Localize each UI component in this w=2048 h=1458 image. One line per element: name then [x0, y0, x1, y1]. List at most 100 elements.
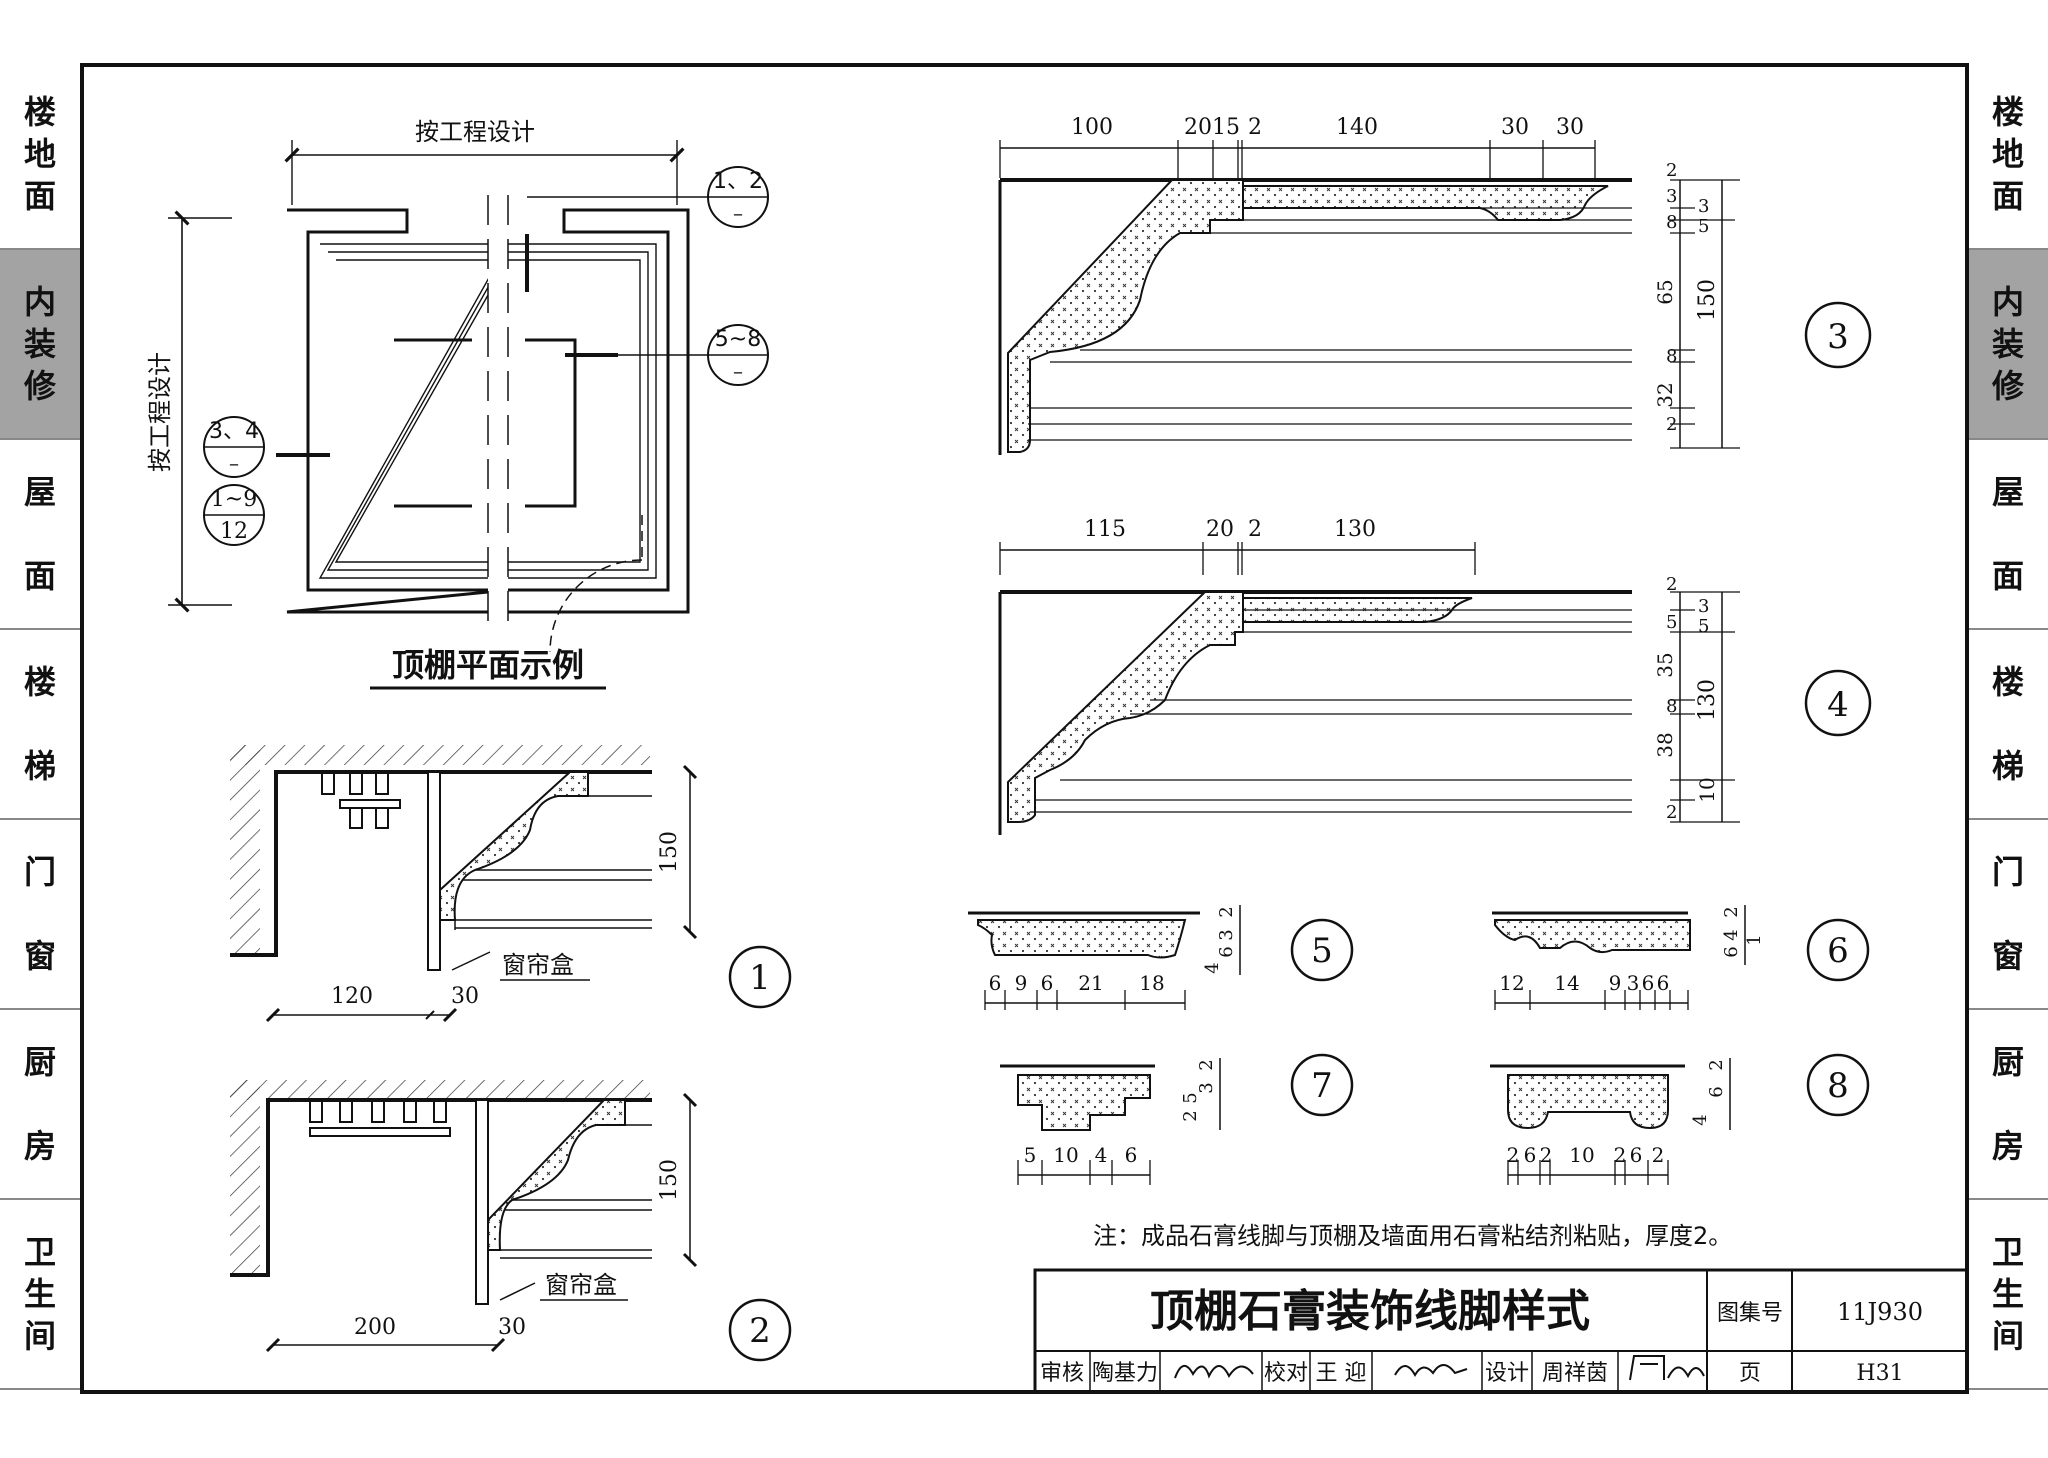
d5-b4: 18 [1139, 971, 1164, 995]
right-tab-6[interactable]: 卫生间 [1968, 1200, 2048, 1390]
detail-8: 2 6 2 10 2 6 2 2 6 4 8 [1490, 1053, 1870, 1185]
d4-rm3: 5 [1698, 616, 1709, 637]
atlas-value: 11J930 [1837, 1298, 1923, 1326]
d8-number: 8 [1827, 1066, 1849, 1106]
d3-rm1: 32 [1653, 382, 1677, 407]
d4-r0: 2 [1666, 574, 1677, 595]
d3-r2: 8 [1666, 212, 1677, 233]
right-tab-4[interactable]: 门窗 [1968, 820, 2048, 1010]
detail-1: 150 120 30 窗帘盒 1 [230, 745, 792, 1023]
d4-r1: 5 [1666, 612, 1677, 633]
plan-dim-top: 按工程设计 [415, 118, 535, 146]
d8-s1: 6 [1706, 1086, 1727, 1097]
tab-char: 间 [1991, 1317, 2024, 1356]
detail-3: 100 2015 2 140 30 30 2 3 8 [998, 115, 1872, 455]
d4-r4: 8 [1666, 696, 1677, 717]
detail-5: 6 9 6 21 18 2 3 6 4 5 [968, 905, 1354, 1010]
left-tab-column: 楼地面内装修屋面楼梯门窗厨房卫生间 [0, 60, 80, 1395]
d2-label: 窗帘盒 [545, 1271, 617, 1299]
left-tab-0[interactable]: 楼地面 [0, 60, 80, 250]
left-tab-1[interactable]: 内装修 [0, 250, 80, 440]
d6-b0: 12 [1499, 971, 1524, 995]
tab-char: 生 [23, 1274, 56, 1313]
left-tab-5[interactable]: 厨房 [0, 1010, 80, 1200]
d8-b1: 6 [1524, 1143, 1537, 1167]
d5-b2: 6 [1041, 971, 1054, 995]
tab-char: 窗 [23, 936, 56, 975]
reviewer-signature [1174, 1365, 1254, 1379]
tab-char: 楼 [23, 662, 56, 701]
detail-2: 150 200 30 窗帘盒 2 [230, 1080, 792, 1362]
d7-s2: 5 [1180, 1092, 1201, 1103]
d4-rm4: 10 [1695, 777, 1719, 802]
right-tab-0[interactable]: 楼地面 [1968, 60, 2048, 250]
d5-s2: 6 [1216, 946, 1237, 957]
tab-char: 屋 [23, 472, 56, 511]
d4-dim-3: 130 [1334, 517, 1376, 542]
d5-b1: 9 [1015, 971, 1028, 995]
d7-b0: 5 [1024, 1143, 1037, 1167]
callout-1-2-top: 1、2 [713, 169, 763, 194]
tab-char: 房 [23, 1126, 56, 1165]
d4-rm2: 3 [1698, 596, 1709, 617]
designer-signature [1629, 1355, 1705, 1381]
tab-char: 修 [1991, 367, 2024, 406]
right-tab-2[interactable]: 屋面 [1968, 440, 2048, 630]
d7-number: 7 [1311, 1066, 1333, 1106]
atlas-label: 图集号 [1717, 1301, 1783, 1326]
tab-char: 装 [1991, 324, 2024, 363]
d4-dim-1: 20 [1206, 517, 1234, 542]
tab-char: 地 [1991, 134, 2024, 173]
detail-7: 5 10 4 6 2 3 5 2 7 [1000, 1053, 1354, 1185]
tab-char: 厨 [23, 1042, 56, 1081]
right-tab-1[interactable]: 内装修 [1968, 250, 2048, 440]
review-label: 审核 [1040, 1361, 1084, 1386]
callout-3-4-bot: – [229, 451, 239, 475]
right-tab-5[interactable]: 厨房 [1968, 1010, 2048, 1200]
d5-number: 5 [1311, 931, 1333, 971]
d3-r1: 3 [1666, 186, 1677, 207]
tab-char: 楼 [1991, 662, 2024, 701]
d1-label: 窗帘盒 [502, 951, 574, 979]
tab-char: 面 [1991, 177, 2024, 216]
d4-dim-2: 2 [1248, 517, 1262, 542]
d6-s1: 4 [1721, 929, 1742, 940]
d3-dim-1: 2015 [1184, 115, 1240, 140]
d3-dim-5: 30 [1556, 115, 1584, 140]
detail-6: 12 14 9 3 6 6 2 4 6 1 6 [1492, 905, 1870, 1010]
d2-number: 2 [749, 1311, 771, 1351]
d6-s0: 2 [1721, 906, 1742, 917]
tab-char: 窗 [1991, 936, 2024, 975]
check-label: 校对 [1264, 1361, 1308, 1386]
reviewer-name: 陶基力 [1092, 1361, 1158, 1386]
d4-rm0: 35 [1653, 652, 1677, 677]
tab-char: 地 [23, 134, 56, 173]
callout-1-2-bot: – [733, 201, 743, 225]
callout-5-8-top: 5~8 [715, 327, 761, 352]
d3-rm3: 5 [1698, 216, 1709, 237]
checker-signature [1394, 1364, 1468, 1378]
right-tab-3[interactable]: 楼梯 [1968, 630, 2048, 820]
tab-char: 屋 [1991, 472, 2024, 511]
d3-overall: 150 [1695, 279, 1720, 321]
left-tab-6[interactable]: 卫生间 [0, 1200, 80, 1390]
d8-s2: 4 [1690, 1114, 1711, 1125]
d2-dim-gap: 30 [498, 1315, 526, 1340]
title-block: 顶棚石膏装饰线脚样式 图集号 11J930 审核 陶基力 校对 王 迎 设计 周… [1033, 1268, 1969, 1394]
left-tab-2[interactable]: 屋面 [0, 440, 80, 630]
tab-char: 修 [23, 367, 56, 406]
right-tab-column: 楼地面内装修屋面楼梯门窗厨房卫生间 [1968, 60, 2048, 1395]
d1-number: 1 [749, 958, 771, 998]
d8-b2: 2 [1540, 1143, 1553, 1167]
d7-s0: 2 [1196, 1059, 1217, 1070]
ceiling-plan: 按工程设计 按工程设计 1、2 – 5~8 – [146, 118, 769, 690]
page-label: 页 [1739, 1361, 1761, 1386]
design-label: 设计 [1485, 1361, 1529, 1386]
detail-4: 115 20 2 130 2 5 3 5 35 8 [998, 517, 1872, 835]
tab-char: 间 [23, 1317, 56, 1356]
tab-char: 卫 [1991, 1232, 2024, 1271]
tab-char: 房 [1991, 1126, 2024, 1165]
left-tab-3[interactable]: 楼梯 [0, 630, 80, 820]
left-tab-4[interactable]: 门窗 [0, 820, 80, 1010]
tab-char: 面 [23, 556, 56, 595]
